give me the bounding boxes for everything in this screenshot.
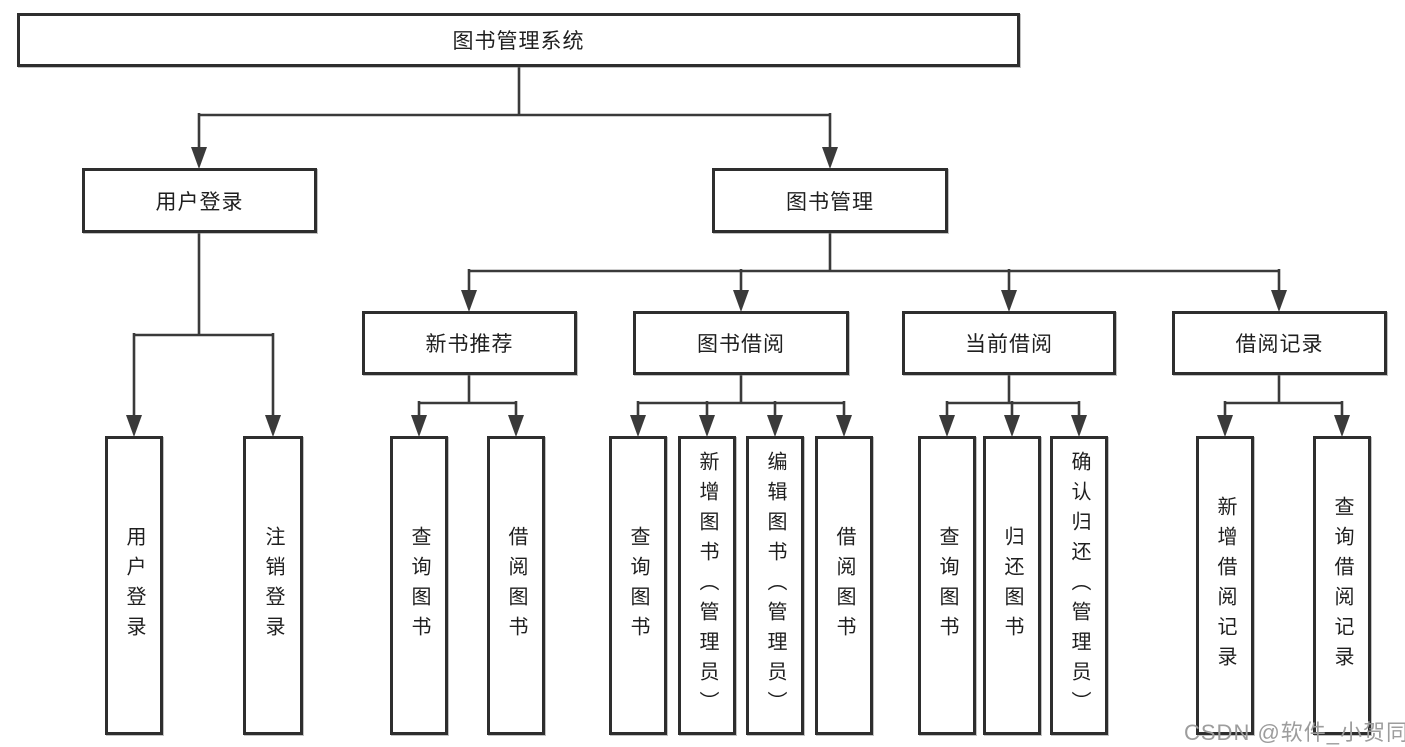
node-label: 图书管理系统 [452, 30, 585, 53]
node-label: 注销登录 [262, 525, 284, 646]
node-borrowing-records: 借阅记录 [1172, 311, 1387, 375]
node-label: 当前借阅 [965, 333, 1053, 356]
node-book-borrowing: 图书借阅 [633, 311, 849, 375]
node-new-book-recommendation: 新书推荐 [362, 311, 577, 375]
node-leaf-logout: 注销登录 [243, 436, 303, 735]
node-leaf-add-borrow-record: 新增借阅记录 [1196, 436, 1254, 735]
node-label: 查询图书 [936, 525, 958, 646]
node-label: 图书管理 [786, 190, 874, 214]
node-label: 查询图书 [408, 525, 430, 646]
node-leaf-query-books-recommend: 查询图书 [390, 436, 448, 735]
node-leaf-return-book: 归还图书 [983, 436, 1041, 735]
node-label: 归还图书 [1001, 525, 1023, 646]
csdn-watermark: CSDN @软件_小贺同学 [1184, 720, 1405, 745]
node-user-login-module: 用户登录 [82, 168, 317, 233]
node-leaf-borrow-books-borrowing: 借阅图书 [815, 436, 873, 735]
node-label: 确认归还（管理员） [1068, 450, 1090, 721]
node-label: 编辑图书（管理员） [764, 450, 786, 721]
node-book-management-module: 图书管理 [712, 168, 948, 233]
node-leaf-add-book-admin: 新增图书（管理员） [678, 436, 736, 735]
node-label: 图书借阅 [697, 333, 785, 356]
node-label: 用户登录 [155, 190, 244, 214]
node-leaf-query-borrow-record: 查询借阅记录 [1313, 436, 1371, 735]
node-leaf-user-login: 用户登录 [105, 436, 163, 735]
node-label: 查询图书 [627, 525, 649, 646]
node-leaf-query-books-current: 查询图书 [918, 436, 976, 735]
node-leaf-confirm-return-admin: 确认归还（管理员） [1050, 436, 1108, 735]
node-current-borrowing: 当前借阅 [902, 311, 1116, 375]
node-leaf-query-books-borrowing: 查询图书 [609, 436, 667, 735]
node-label: 新增图书（管理员） [696, 450, 718, 721]
node-leaf-borrow-books-recommend: 借阅图书 [487, 436, 545, 735]
node-leaf-edit-book-admin: 编辑图书（管理员） [746, 436, 804, 735]
tree-edges [132, 67, 1344, 418]
node-label: 新书推荐 [425, 333, 514, 356]
node-label: 借阅图书 [505, 525, 527, 646]
node-label: 用户登录 [123, 525, 145, 646]
node-library-system: 图书管理系统 [17, 13, 1020, 67]
node-label: 借阅记录 [1235, 333, 1324, 356]
node-label: 查询借阅记录 [1331, 495, 1353, 676]
node-label: 借阅图书 [833, 525, 855, 646]
node-label: 新增借阅记录 [1214, 495, 1236, 676]
arrowhead-icons [126, 147, 1350, 437]
